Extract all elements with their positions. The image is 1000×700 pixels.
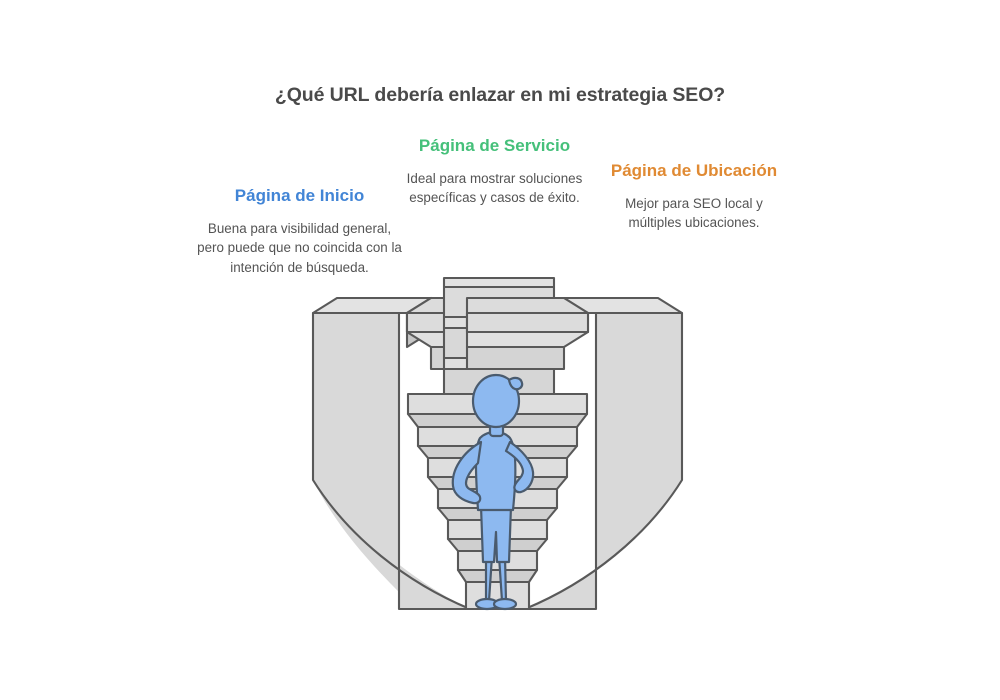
column-body-ubicacion: Mejor para SEO local y múltiples ubicaci… [625, 195, 763, 231]
column-inicio: Página de Inicio Buena para visibilidad … [197, 184, 402, 277]
person-right-arm-scratching [504, 440, 535, 494]
stepped-pyramid-illustration [300, 270, 695, 620]
left-outer-wing [313, 313, 470, 609]
tower-top-block [442, 276, 556, 289]
person-hand-on-head [507, 376, 524, 391]
right-step-2-top [465, 330, 590, 349]
column-servicio: Página de Servicio Ideal para mostrar so… [402, 134, 587, 208]
person-left-arm-akimbo [451, 440, 483, 505]
column-body-inicio: Buena para visibilidad general, pero pue… [197, 220, 402, 275]
column-heading-ubicacion: Página de Ubicación [610, 161, 778, 180]
puzzled-person-figure [451, 373, 535, 611]
steps-group [311, 276, 684, 611]
person-right-shoe [492, 597, 518, 611]
right-step-2 [465, 345, 566, 371]
column-ubicacion: Página de Ubicación Mejor para SEO local… [598, 159, 790, 233]
column-heading-servicio: Página de Servicio [418, 136, 571, 155]
column-heading-inicio: Página de Inicio [234, 186, 365, 205]
right-step-1-body [465, 311, 590, 334]
person-pants [479, 504, 513, 564]
page-title: ¿Qué URL debería enlazar en mi estrategi… [274, 84, 726, 106]
tier-6-shade [456, 568, 539, 584]
column-body-servicio: Ideal para mostrar soluciones específica… [406, 170, 583, 206]
person-head [471, 373, 521, 429]
